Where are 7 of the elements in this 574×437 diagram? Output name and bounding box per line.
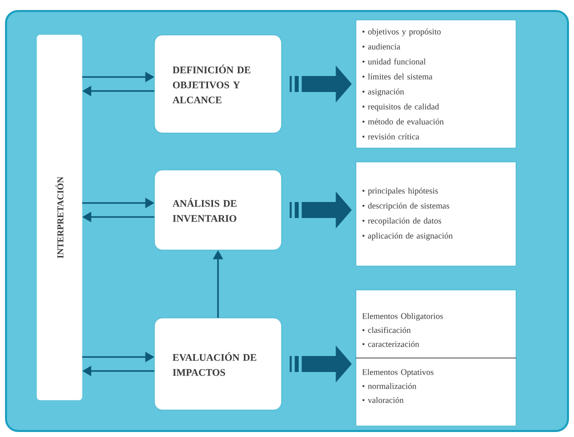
process-box: EVALUACIÓN DE IMPACTOS <box>154 318 282 410</box>
list-box: Elementos Obligatorios • clasificación • caracterización Elementos Optativos • normalización • valoración <box>355 290 517 426</box>
phase-bar: INTERPRETACIÓN <box>36 34 82 400</box>
process-box: DEFINICIÓN DE OBJETIVOS Y ALCANCE <box>154 34 282 134</box>
list-box: • objetivos y propósito • audiencia • unidad funcional • límites del sistema • asignación • requisitos de calidad • método de evaluación • revisión crítica <box>356 20 516 148</box>
process-box: ANÁLISIS DE INVENTARIO <box>154 170 282 250</box>
list-box: • principales hipótesis • descripción de sistemas • recopilación de datos • aplicación de asignación <box>356 162 516 266</box>
